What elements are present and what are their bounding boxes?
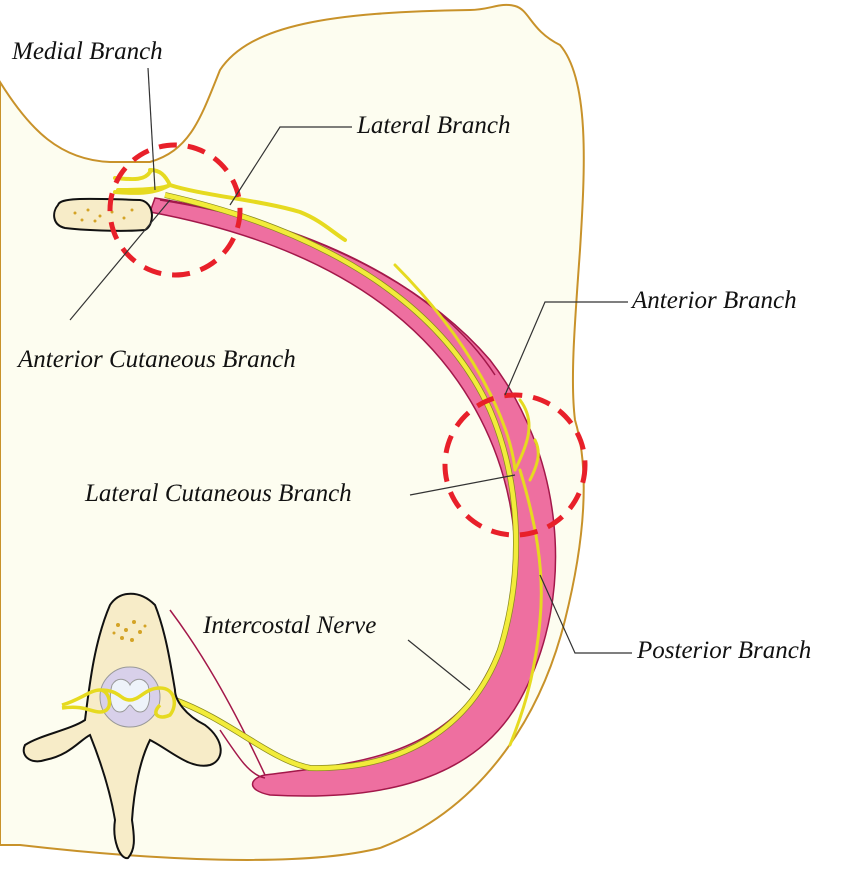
label-lateral-branch: Lateral Branch — [357, 112, 511, 139]
sternum — [53, 197, 153, 232]
label-intercostal-nerve: Intercostal Nerve — [203, 612, 377, 639]
rib-ligament — [169, 609, 266, 779]
lateral-cutaneous-branch-nerve — [393, 263, 543, 747]
label-anterior-cutaneous-branch: Anterior Cutaneous Branch — [18, 346, 296, 373]
spinal-cord — [109, 678, 151, 713]
label-posterior-branch: Posterior Branch — [637, 637, 812, 664]
label-anterior-branch: Anterior Branch — [632, 287, 797, 314]
intercostal-nerve-fill — [164, 192, 519, 771]
sternum-texture — [73, 208, 134, 223]
anterior-cutaneous-branch-nerve — [113, 168, 347, 242]
label-lateral-cutaneous-branch: Lateral Cutaneous Branch — [85, 480, 352, 507]
spinal-nerve-roots — [61, 686, 177, 719]
vertebral-body-texture — [112, 620, 147, 642]
label-medial-branch: Medial Branch — [12, 38, 163, 65]
highlight-circle-lateral — [442, 392, 588, 538]
leader-lines — [69, 67, 632, 691]
highlight-circle-anterior — [107, 142, 243, 278]
